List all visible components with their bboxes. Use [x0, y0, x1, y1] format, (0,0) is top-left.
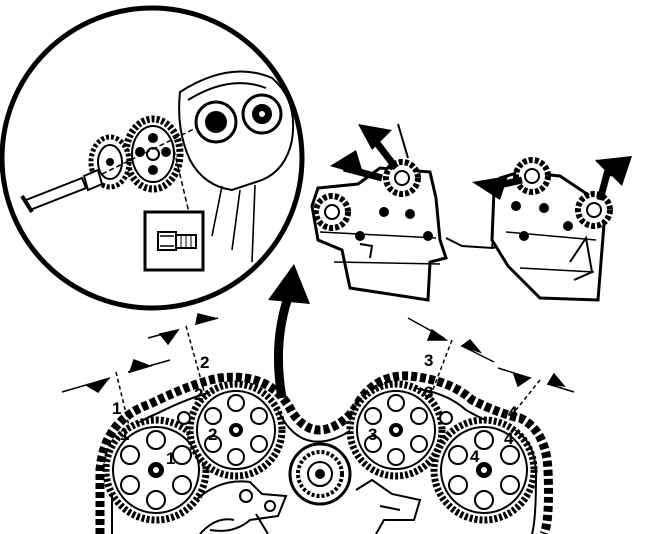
idler-pulley [288, 442, 352, 506]
sprocket-hub [88, 134, 132, 190]
left-cylinder-head [310, 123, 448, 302]
right-cylinder-head [472, 156, 632, 302]
small-bolt-detail [143, 210, 205, 272]
camshaft-sprocket [122, 115, 184, 193]
dimension-label-3: 3 [424, 351, 433, 370]
camshaft-sprocket-2 [186, 380, 286, 480]
camshaft-housing [178, 70, 295, 263]
dimension-label-1: 1 [112, 399, 121, 418]
detail-inset [0, 5, 305, 311]
sprocket-center-label-4: 4 [470, 447, 480, 466]
timing-mark-label-3: 3 [424, 383, 433, 402]
timing-mark-label-1: 1 [120, 425, 129, 444]
sprocket-center-label-3: 3 [368, 425, 377, 444]
dimension-label-2: 2 [200, 353, 209, 372]
sprocket-center-label-2: 2 [208, 425, 217, 444]
dimension-label-4: 4 [508, 403, 518, 422]
timing-belt [95, 371, 553, 534]
timing-mark-label-2: 2 [194, 385, 203, 404]
alignment-lines [101, 127, 199, 251]
belt-assembly [95, 371, 553, 534]
reference-arrow [268, 264, 310, 399]
dimension-markers [61, 313, 575, 431]
sprocket-center-label-1: 1 [166, 449, 175, 468]
retaining-bolt [20, 168, 104, 214]
camshaft-sprocket-1 [102, 416, 210, 524]
camshaft-sprocket-4 [430, 416, 538, 524]
lower-cover [195, 478, 422, 534]
camshaft-sprocket-3 [346, 380, 446, 480]
labels: 1 2 3 4 1 1 2 2 3 3 4 4 [112, 351, 518, 468]
timing-mark-label-4: 4 [504, 429, 514, 448]
guide-pulley [177, 411, 453, 425]
cylinder-heads [310, 123, 632, 302]
